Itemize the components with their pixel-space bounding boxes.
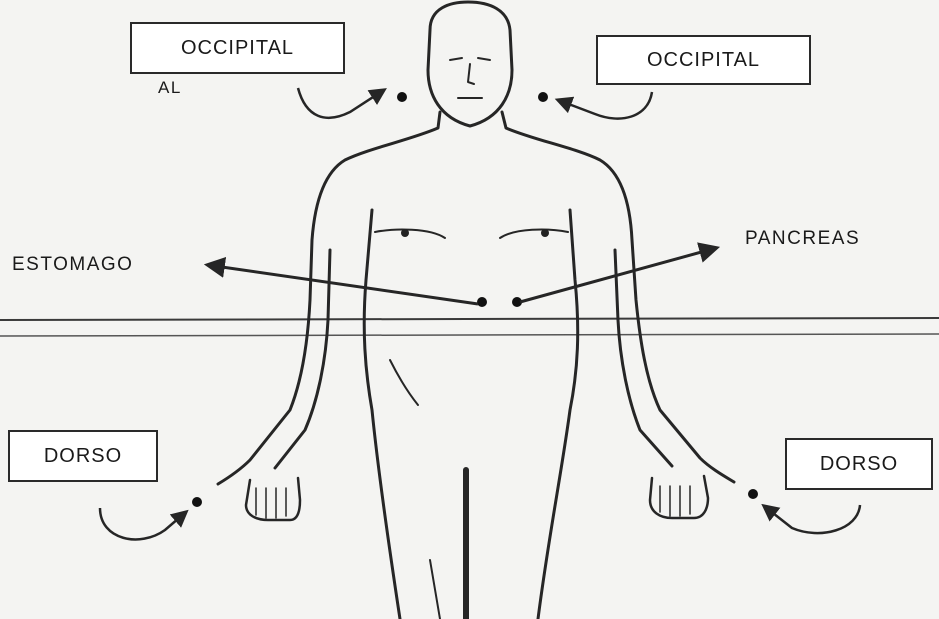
occipital-left-label: OCCIPITAL <box>130 22 345 74</box>
back-left-label: DORSO <box>8 430 158 482</box>
point-marker-icon <box>538 92 548 102</box>
chest-right <box>500 230 568 238</box>
right-hand <box>650 476 708 518</box>
torso-left <box>364 210 400 619</box>
hip-line <box>390 360 418 405</box>
curved-arrow-icon <box>558 92 652 119</box>
curved-arrow-icon <box>298 88 384 118</box>
face-eyes <box>450 58 490 60</box>
occipital-left-sub-label: AL <box>158 78 182 98</box>
point-marker-icon <box>477 297 487 307</box>
point-marker-icon <box>192 497 202 507</box>
curved-arrow-icon <box>764 505 860 533</box>
point-marker-icon <box>397 92 407 102</box>
horizontal-rule <box>0 334 939 336</box>
occipital-right-label: OCCIPITAL <box>596 35 811 85</box>
face-nose <box>468 64 474 84</box>
chest-marker-right <box>541 229 549 237</box>
left-hand <box>246 478 300 520</box>
horizontal-rule <box>0 318 939 320</box>
left-fingers <box>256 488 286 518</box>
straight-arrow-icon <box>208 265 478 304</box>
curved-arrow-icon <box>100 508 186 539</box>
point-marker-icon <box>748 489 758 499</box>
right-fingers <box>660 486 690 516</box>
chest-left <box>375 230 445 238</box>
torso-right <box>538 210 578 619</box>
chest-marker-left <box>401 229 409 237</box>
pancreas-label: PANCREAS <box>745 228 860 250</box>
human-figure <box>218 2 734 619</box>
leg-left-outer <box>430 560 440 619</box>
back-right-label: DORSO <box>785 438 933 490</box>
stomach-label: ESTOMAGO <box>12 254 133 276</box>
